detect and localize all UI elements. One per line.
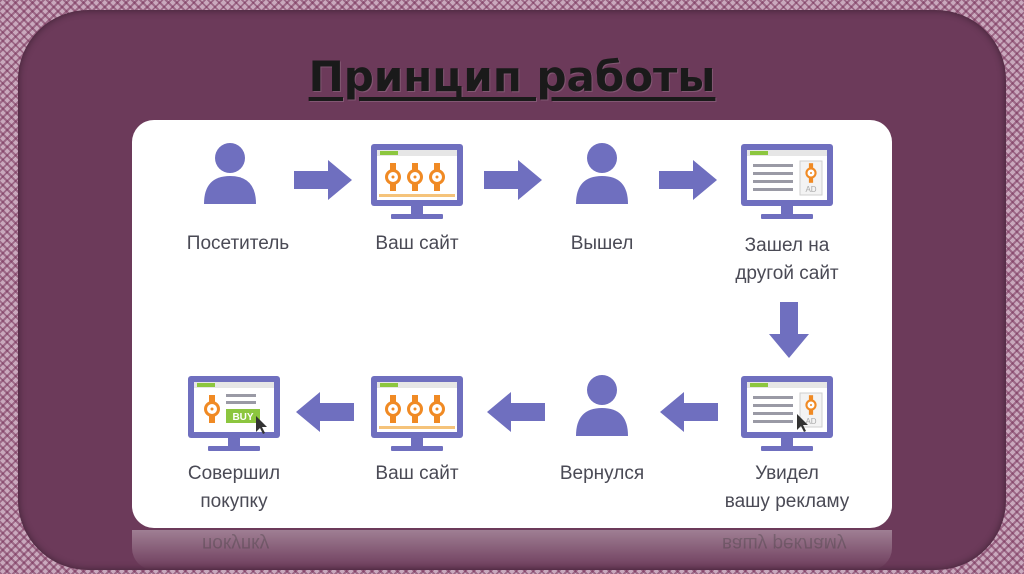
- arrow-left-icon: [296, 392, 354, 432]
- label-your-site-again: Ваш сайт: [375, 463, 459, 484]
- label-other-site-line1: Зашел на: [744, 235, 830, 256]
- arrow-left-icon: [660, 392, 718, 432]
- arrow-right-icon: [659, 160, 717, 200]
- reflection-purchase-text: покупку: [202, 533, 270, 554]
- step-left-icon: [576, 143, 628, 204]
- svg-text:BUY: BUY: [232, 412, 253, 423]
- step-your-site-icon: [371, 144, 463, 219]
- label-left: Вышел: [570, 233, 634, 254]
- step-saw-ad-icon: AD: [741, 376, 833, 451]
- label-purchase-line1: Совершил: [187, 463, 281, 484]
- step-your-site-again-icon: [371, 376, 463, 451]
- diagram-panel: AD AD: [132, 120, 892, 528]
- step-returned-icon: [576, 375, 628, 436]
- step-visitor-icon: [204, 143, 256, 204]
- label-your-site: Ваш сайт: [375, 233, 459, 254]
- arrow-down-icon: [769, 302, 809, 358]
- arrow-right-icon: [294, 160, 352, 200]
- arrow-right-icon: [484, 160, 542, 200]
- step-purchase-icon: BUY: [188, 376, 280, 451]
- reflection-saw-ad-text: вашу рекламу: [722, 533, 847, 554]
- flow-diagram: AD AD: [188, 143, 833, 451]
- label-saw-ad-line1: Увидел: [755, 463, 819, 484]
- slide-title: Принцип работы: [308, 52, 716, 101]
- label-returned: Вернулся: [559, 463, 645, 484]
- step-other-site-icon: AD: [741, 144, 833, 219]
- label-visitor: Посетитель: [186, 233, 290, 254]
- label-purchase-line2: покупку: [200, 491, 268, 512]
- label-other-site-line2: другой сайт: [735, 263, 839, 284]
- label-saw-ad-line2: вашу рекламу: [724, 491, 850, 512]
- svg-text:AD: AD: [805, 417, 816, 426]
- svg-text:AD: AD: [805, 185, 816, 194]
- panel-reflection: покупку вашу рекламу: [132, 530, 892, 570]
- arrow-left-icon: [487, 392, 545, 432]
